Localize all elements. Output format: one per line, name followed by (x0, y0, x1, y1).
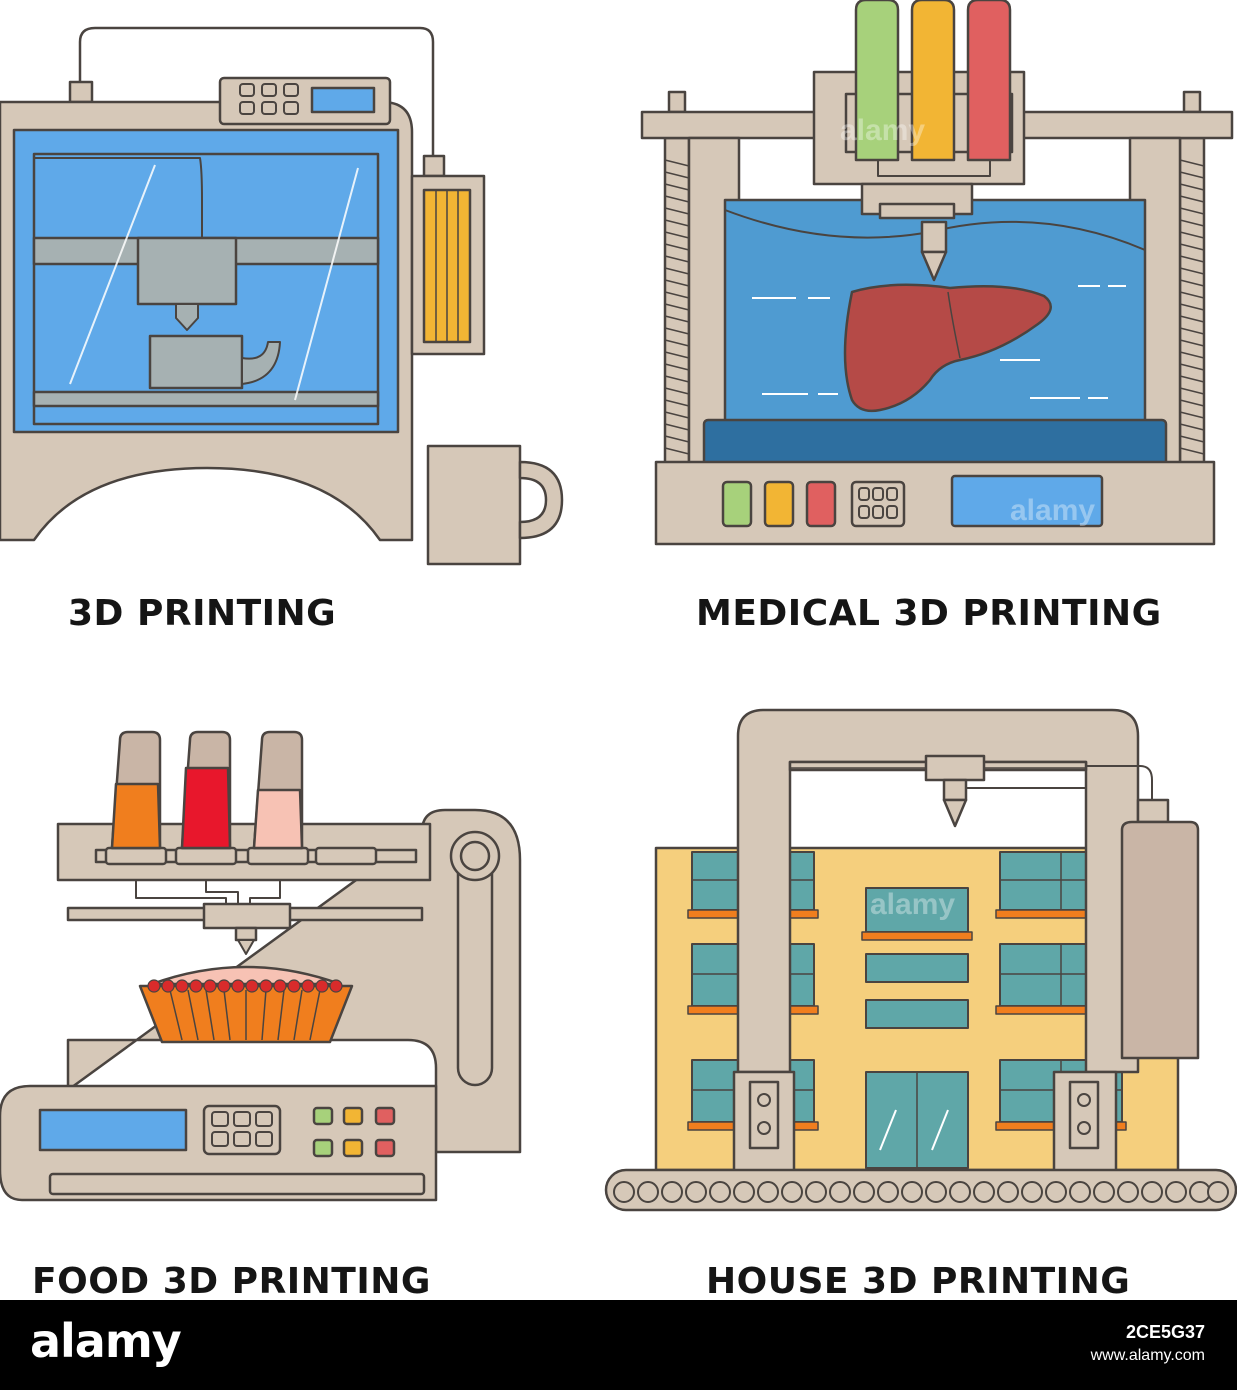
food-printer-icon (0, 730, 522, 1202)
image-id: 2CE5G37 (1125, 1322, 1205, 1342)
caption-house-3d-printing: HOUSE 3D PRINTING (706, 1261, 1131, 1302)
alamy-logo: alamy (30, 1314, 182, 1368)
watermark: alamy alamy alamy (840, 114, 1095, 921)
svg-text:alamy: alamy (870, 888, 955, 921)
3d-printer-icon (0, 26, 564, 566)
svg-text:alamy: alamy (840, 114, 925, 147)
stock-footer-bar: alamy 2CE5G37 www.alamy.com (0, 1300, 1237, 1390)
image-id-box: 2CE5G37 www.alamy.com (1091, 1322, 1205, 1365)
caption-3d-printing: 3D PRINTING (68, 593, 337, 634)
site-url: www.alamy.com (1090, 1347, 1205, 1364)
caption-food-3d-printing: FOOD 3D PRINTING (32, 1261, 431, 1302)
illustration-canvas: alamy alamy alamy (0, 0, 1237, 1212)
caption-medical-3d-printing: MEDICAL 3D PRINTING (696, 593, 1162, 634)
construction-printer-icon (604, 708, 1237, 1212)
bioprinter-icon (640, 0, 1234, 546)
svg-text:alamy: alamy (1010, 494, 1095, 527)
